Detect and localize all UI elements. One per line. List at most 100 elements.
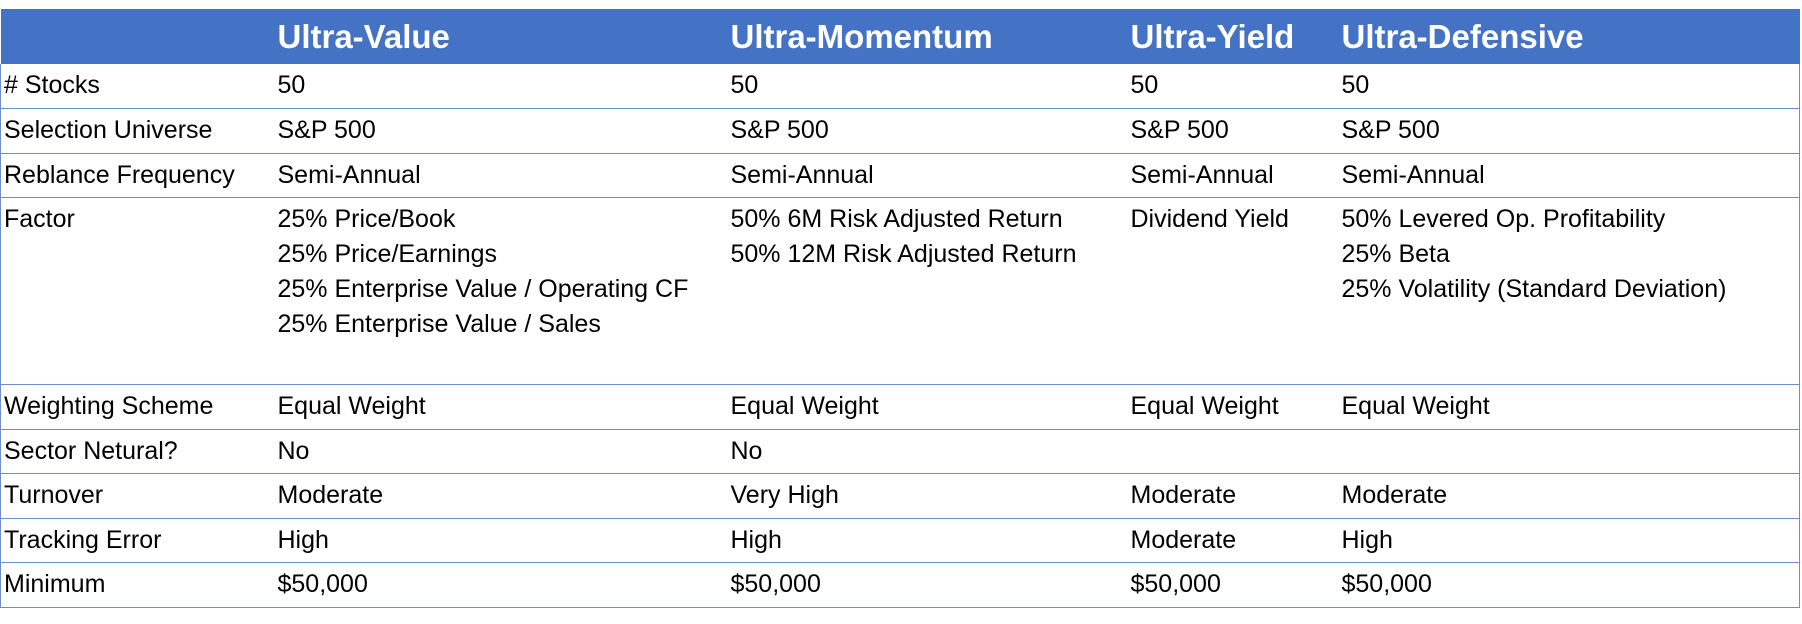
header-corner-cell	[1, 9, 276, 64]
cell-line: Equal Weight	[1341, 392, 1490, 420]
cell-ultra-defensive: S&P 500	[1339, 108, 1800, 154]
cell-ultra-yield: Semi-Annual	[1128, 153, 1340, 198]
cell-line: Equal Weight	[277, 392, 426, 420]
cell-line: 25% Enterprise Value / Operating CF	[277, 275, 689, 303]
cell-line: Dividend Yield	[1130, 205, 1289, 233]
cell-line: 25% Price/Earnings	[277, 240, 498, 268]
row-label: Selection Universe	[0, 108, 276, 154]
strategy-comparison-table: Ultra-Value Ultra-Momentum Ultra-Yield U…	[0, 9, 1800, 608]
cell-ultra-defensive: Moderate	[1339, 473, 1800, 519]
cell-line: Semi-Annual	[1130, 160, 1274, 189]
row-label: Reblance Frequency	[0, 153, 276, 198]
cell-ultra-value: Semi-Annual	[275, 153, 729, 198]
row-label: Minimum	[0, 562, 276, 608]
cell-ultra-momentum: S&P 500	[728, 108, 1129, 154]
header-ultra-yield: Ultra-Yield	[1130, 17, 1295, 55]
cell-line: High	[730, 525, 782, 554]
row-label: Tracking Error	[0, 518, 276, 563]
cell-ultra-defensive: Semi-Annual	[1339, 153, 1800, 198]
cell-line: Equal Weight	[730, 392, 879, 420]
cell-line: 25% Beta	[1341, 240, 1450, 268]
cell-line: $50,000	[1341, 570, 1432, 598]
cell-ultra-yield: Dividend Yield	[1128, 197, 1340, 385]
header-ultra-defensive: Ultra-Defensive	[1341, 17, 1584, 55]
cell-line: 50% 12M Risk Adjusted Return	[730, 240, 1077, 268]
cell-line: 25% Enterprise Value / Sales	[277, 310, 601, 338]
cell-line: 25% Volatility (Standard Deviation)	[1341, 275, 1727, 303]
header-row: Ultra-Value Ultra-Momentum Ultra-Yield U…	[0, 9, 1800, 64]
cell-line: High	[277, 525, 329, 554]
cell-line: Equal Weight	[1130, 392, 1279, 420]
cell-line: Moderate	[1341, 481, 1448, 509]
cell-line: S&P 500	[277, 116, 376, 144]
row-label: Weighting Scheme	[0, 384, 276, 430]
header-ultra-momentum: Ultra-Momentum	[730, 17, 993, 55]
cell-ultra-value: S&P 500	[275, 108, 729, 154]
cell-line: 50	[277, 71, 306, 99]
cell-line: $50,000	[277, 570, 368, 598]
cell-line: Moderate	[1130, 481, 1237, 509]
header-ultra-value: Ultra-Value	[277, 17, 450, 55]
cell-ultra-momentum: 50	[728, 64, 1129, 109]
cell-ultra-value: 25% Price/Book 25% Price/Earnings 25% Ente…	[275, 197, 729, 385]
cell-line: S&P 500	[730, 116, 829, 144]
cell-line: Semi-Annual	[277, 160, 421, 189]
cell-ultra-yield: $50,000	[1128, 562, 1340, 608]
cell-ultra-value: No	[275, 429, 729, 474]
cell-line: Semi-Annual	[1341, 160, 1485, 189]
cell-line: 50	[1130, 71, 1159, 99]
cell-line: Very High	[730, 481, 839, 509]
cell-line: High	[1341, 525, 1393, 554]
cell-ultra-momentum: Equal Weight	[728, 384, 1129, 430]
cell-ultra-defensive: High	[1339, 518, 1800, 563]
row-label: # Stocks	[0, 64, 276, 109]
row-label: Turnover	[0, 473, 276, 519]
cell-ultra-yield: 50	[1128, 64, 1340, 109]
cell-line: 50% Levered Op. Profitability	[1341, 205, 1666, 233]
cell-line: Moderate	[1130, 525, 1237, 554]
cell-ultra-momentum: Semi-Annual	[728, 153, 1129, 198]
cell-ultra-value: 50	[275, 64, 729, 109]
cell-line: 50	[730, 71, 759, 99]
cell-line: $50,000	[1130, 570, 1221, 598]
cell-line: Semi-Annual	[730, 160, 874, 189]
cell-ultra-defensive	[1339, 429, 1800, 474]
cell-ultra-yield: Moderate	[1128, 518, 1340, 563]
cell-ultra-momentum: 50% 6M Risk Adjusted Return 50% 12M Risk …	[728, 197, 1129, 385]
cell-ultra-value: Moderate	[275, 473, 729, 519]
cell-line: No	[730, 436, 763, 465]
cell-ultra-value: High	[275, 518, 729, 563]
table-row: Minimum$50,000$50,000$50,000$50,000	[0, 562, 1800, 608]
cell-ultra-defensive: Equal Weight	[1339, 384, 1800, 430]
cell-ultra-momentum: $50,000	[728, 562, 1129, 608]
cell-ultra-yield: S&P 500	[1128, 108, 1340, 154]
cell-line: S&P 500	[1341, 116, 1440, 144]
cell-line: $50,000	[730, 570, 821, 598]
cell-ultra-defensive: 50% Levered Op. Profitability 25% Beta 25%…	[1339, 197, 1800, 385]
cell-ultra-momentum: High	[728, 518, 1129, 563]
cell-line: 50% 6M Risk Adjusted Return	[730, 205, 1063, 233]
cell-ultra-yield: Equal Weight	[1128, 384, 1340, 430]
row-label: Factor	[0, 197, 276, 385]
cell-line: 50	[1341, 71, 1370, 99]
cell-ultra-value: $50,000	[275, 562, 729, 608]
cell-ultra-value: Equal Weight	[275, 384, 729, 430]
cell-line: Moderate	[277, 481, 384, 509]
cell-ultra-yield: Moderate	[1128, 473, 1340, 519]
cell-ultra-yield	[1128, 429, 1340, 474]
cell-line: 25% Price/Book	[277, 205, 456, 233]
cell-line: S&P 500	[1130, 116, 1229, 144]
cell-ultra-momentum: Very High	[728, 473, 1129, 519]
cell-ultra-defensive: $50,000	[1339, 562, 1800, 608]
row-label: Sector Netural?	[0, 429, 276, 474]
cell-ultra-momentum: No	[728, 429, 1129, 474]
cell-ultra-defensive: 50	[1339, 64, 1800, 109]
